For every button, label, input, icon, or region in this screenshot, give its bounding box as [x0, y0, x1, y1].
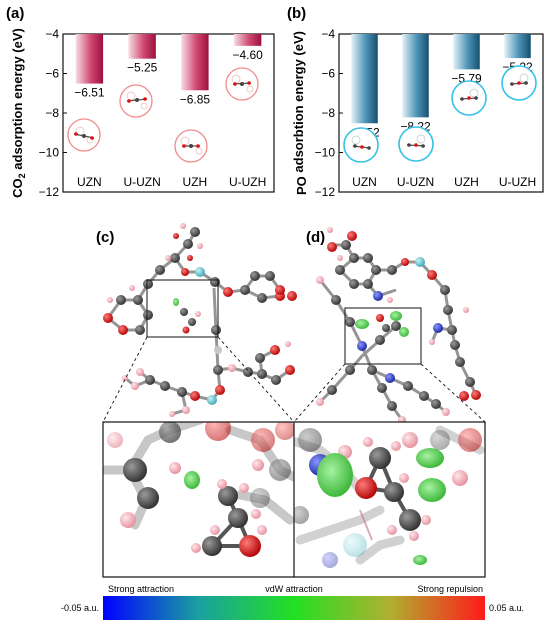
po-adsorption-chart: PO adsorbtion energy (eV) −4−6−8−10−12 −…: [291, 27, 544, 199]
chart-a-ytick-label-0: −4: [45, 27, 59, 41]
co2-uzh-inset: [174, 129, 208, 163]
chart-a-bar-0: [75, 34, 104, 84]
panel-label-c: (c): [96, 229, 114, 246]
co2-uzn-inset: [67, 118, 101, 152]
po-uzn-inset: [343, 127, 379, 163]
colorbar-right-label: Strong repulsion: [417, 584, 483, 594]
colorbar: Strong attraction vdW attraction Strong …: [61, 584, 524, 620]
chart-a-category-label-3: U-UZH: [229, 175, 266, 189]
po-uzh-inset: [451, 80, 487, 116]
chart-b-category-label-3: U-UZH: [499, 175, 536, 189]
po-u-uzn-inset: [398, 126, 434, 162]
chart-b-bar-3: [504, 34, 531, 59]
chart-a-value-label-1: −5.25: [127, 61, 158, 75]
chart-b-ylabel: PO adsorbtion energy (eV): [291, 31, 309, 195]
chart-a-ytick-label-1: −6: [45, 67, 59, 81]
colorbar-min-label: -0.05 a.u.: [61, 603, 99, 613]
chart-a-bar-3: [233, 34, 262, 46]
co2-u-uzn-inset: [119, 84, 153, 118]
panel-label-b: (b): [287, 5, 306, 22]
chart-b-bar-1: [402, 34, 429, 118]
inset-d: [294, 422, 485, 577]
chart-a-category-label-0: UZN: [77, 175, 102, 189]
inset-c: [103, 422, 294, 577]
chart-b-bar-2: [453, 34, 480, 70]
panel-label-a: (a): [6, 5, 24, 22]
chart-a-value-label-2: −6.85: [180, 92, 211, 106]
chart-a-ytick-label-4: −12: [39, 185, 60, 199]
chart-b-category-label-2: UZH: [454, 175, 479, 189]
zoom-guide-lines: [102, 336, 486, 423]
structure-d-zoom-box: [344, 307, 422, 365]
colorbar-max-label: 0.05 a.u.: [489, 603, 524, 613]
chart-b-ytick-label-1: −6: [321, 67, 335, 81]
colorbar-mid-label: vdW attraction: [265, 584, 323, 594]
chart-b-ytick-label-3: −10: [315, 146, 336, 160]
co2-adsorption-chart: CO2 adsorption energy (eV) −4−6−8−10−12 …: [10, 27, 275, 199]
chart-b-category-label-0: UZN: [352, 175, 377, 189]
colorbar-left-label: Strong attraction: [108, 584, 174, 594]
chart-a-value-label-3: −4.60: [232, 48, 263, 62]
panel-label-d: (d): [306, 229, 325, 246]
chart-b-bar-0: [351, 34, 378, 124]
chart-b-category-label-1: U-UZN: [397, 175, 434, 189]
po-u-uzh-inset: [501, 65, 537, 101]
co2-u-uzh-inset: [225, 67, 259, 101]
chart-a-value-label-0: −6.51: [74, 86, 105, 100]
chart-b-ytick-label-4: −12: [315, 185, 336, 199]
structure-d-atoms: [316, 227, 481, 424]
chart-a-bar-2: [181, 34, 209, 91]
chart-b-ytick-label-0: −4: [321, 27, 335, 41]
chart-a-ylabel: CO2 adsorption energy (eV): [10, 28, 27, 198]
chart-b-ytick-label-2: −8: [321, 106, 335, 120]
chart-a-ytick-label-2: −8: [45, 106, 59, 120]
structure-c-zoom-box: [146, 279, 219, 338]
chart-a-category-label-1: U-UZN: [123, 175, 160, 189]
structure-c-atoms: [103, 223, 297, 417]
chart-a-bar-1: [128, 34, 156, 59]
colorbar-gradient: [103, 596, 485, 620]
chart-a-ytick-label-3: −10: [39, 146, 60, 160]
chart-a-category-label-2: UZH: [183, 175, 208, 189]
